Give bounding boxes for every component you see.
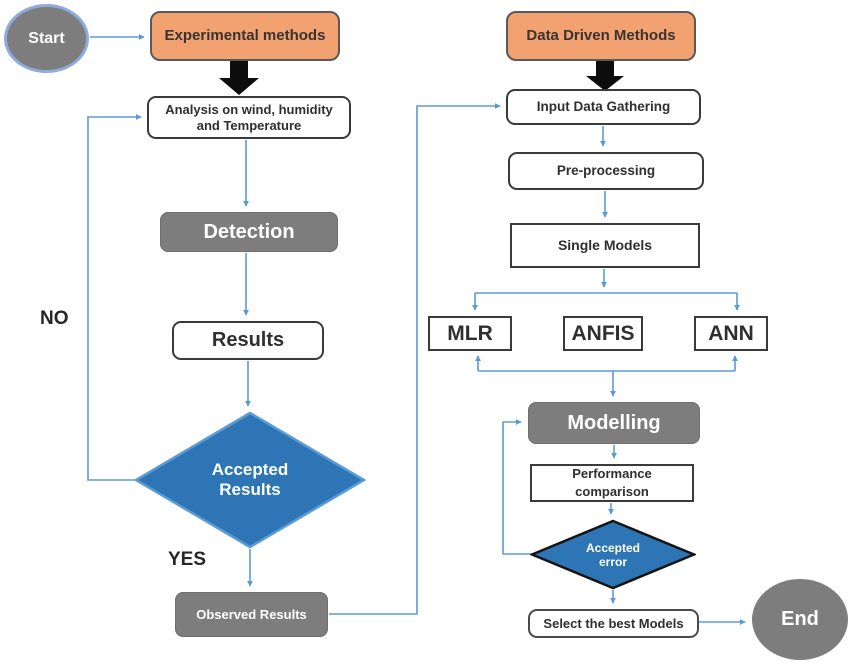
black-down-arrow-experimental (219, 61, 259, 95)
single-models-node: Single Models (510, 223, 700, 268)
anfis-node: ANFIS (563, 316, 643, 351)
accepted-results-diamond-shape (134, 411, 366, 549)
experimental-methods-header: Experimental methods (150, 11, 340, 61)
mlr-node: MLR (428, 316, 512, 351)
detection-node: Detection (160, 212, 338, 252)
observed-results-node: Observed Results (175, 592, 328, 637)
accepted-error-line1: Accepted (585, 540, 641, 555)
accepted-results-line1: Accepted (211, 460, 289, 479)
ann-node: ANN (694, 316, 768, 351)
accepted-error-line2: error (598, 554, 627, 569)
input-data-gathering-node: Input Data Gathering (506, 89, 701, 125)
accepted-error-diamond-shape (530, 519, 696, 590)
connector-observed-to-input (329, 103, 501, 615)
connector-error-loopback-to-modelling (502, 419, 531, 555)
accepted-error-diamond: Accepted error (530, 519, 696, 590)
black-down-arrow-data-driven (586, 61, 624, 91)
performance-comparison-node: Performance comparison (530, 464, 694, 502)
yes-label: YES (168, 549, 207, 570)
end-node: End (752, 579, 848, 660)
pre-processing-node: Pre-processing (508, 152, 704, 190)
accepted-results-line2: Results (219, 480, 281, 499)
no-label: NO (40, 308, 69, 329)
connector-no-loop (87, 114, 142, 481)
select-best-models-node: Select the best Models (528, 609, 699, 638)
data-driven-methods-header: Data Driven Methods (506, 11, 696, 61)
accepted-results-diamond: Accepted Results (134, 411, 366, 549)
results-node: Results (172, 321, 324, 360)
start-node: Start (4, 4, 89, 73)
analysis-node: Analysis on wind, humidity and Temperatu… (147, 96, 351, 139)
modelling-node: Modelling (528, 402, 700, 444)
